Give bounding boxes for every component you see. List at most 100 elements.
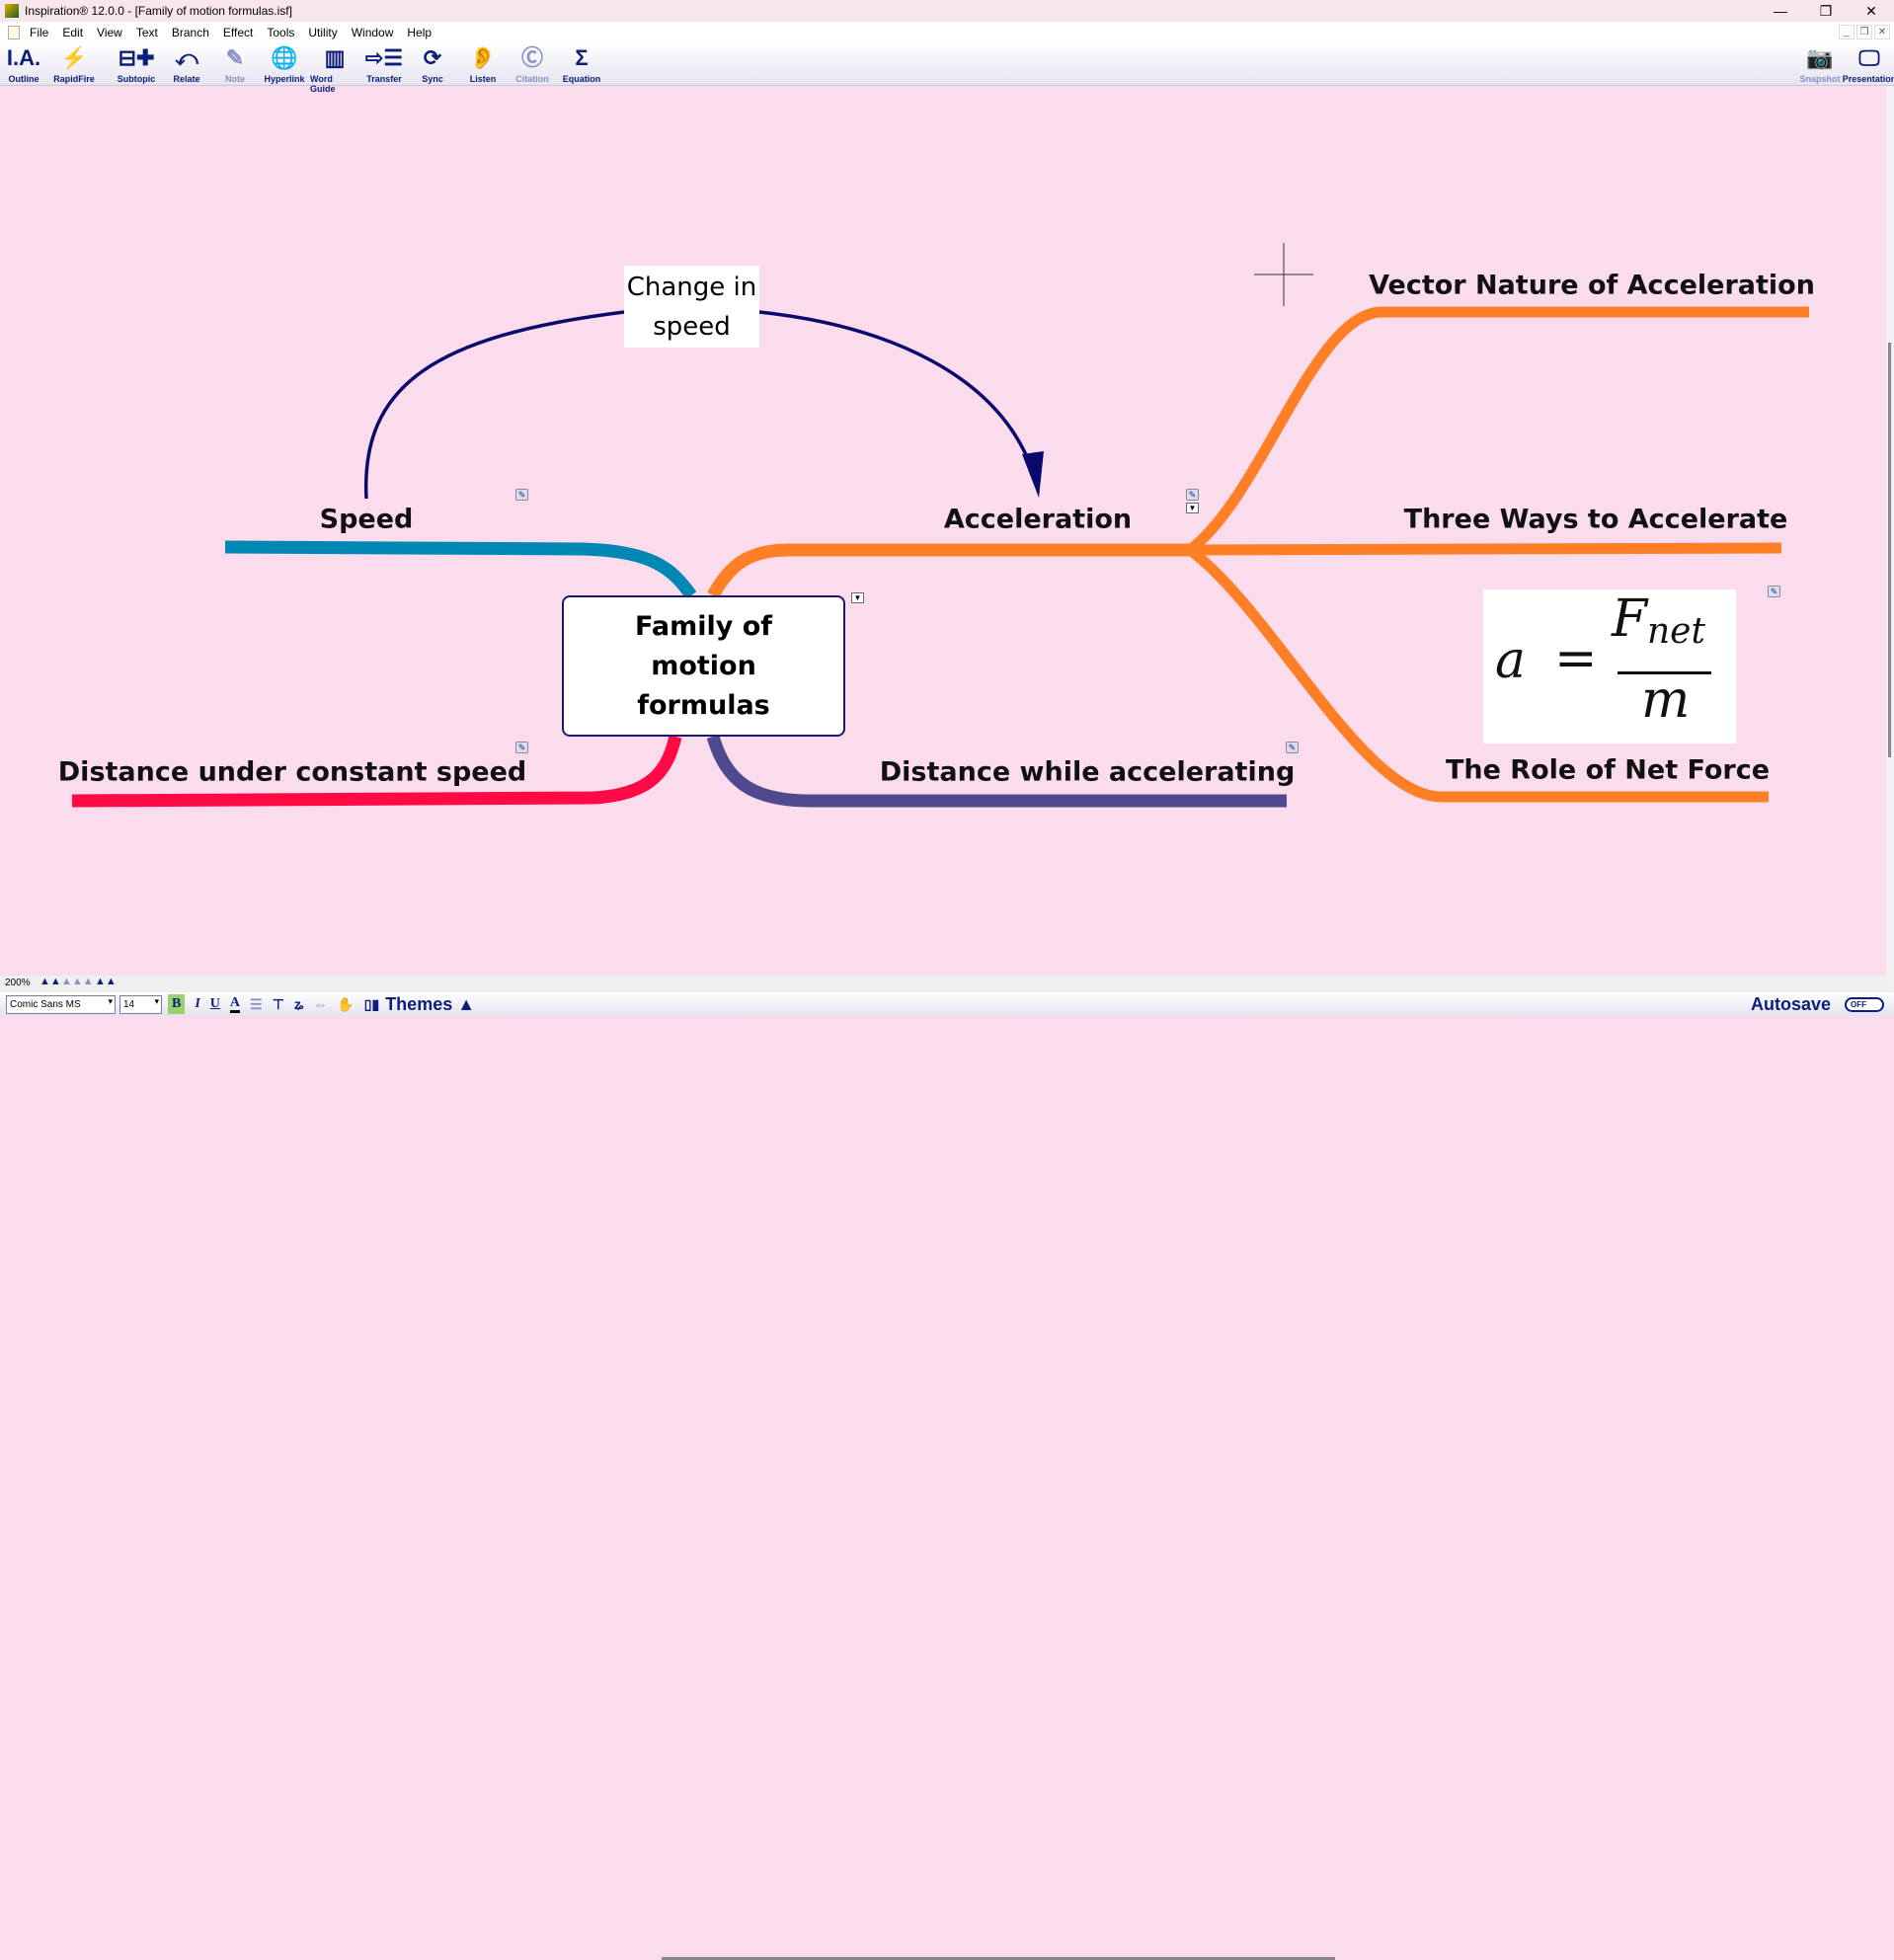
branch-net-force[interactable] (1186, 545, 1769, 803)
eq-fraction-bar (1618, 671, 1711, 674)
zoom-fit-icon[interactable]: ▲▲▲ (61, 976, 94, 987)
toolbar-presentation-button[interactable]: 🖵Presentation (1842, 44, 1894, 84)
hand-icon[interactable]: ✋ (337, 995, 355, 1012)
topic-distance-accelerating[interactable]: Distance while accelerating (879, 756, 1296, 788)
relationship-arrow[interactable] (363, 310, 1034, 500)
text-color-button[interactable]: A (229, 995, 241, 1013)
toolbar-subtopic-button[interactable]: ⊟✚Subtopic (112, 44, 161, 84)
books-icon: ▥ (324, 45, 346, 70)
menu-tools[interactable]: Tools (267, 25, 295, 39)
menu-edit[interactable]: Edit (62, 25, 84, 39)
note-icon[interactable]: ✎ (1186, 489, 1199, 501)
eq-numerator: F (1612, 589, 1648, 649)
menu-window[interactable]: Window (351, 25, 394, 39)
branch-speed[interactable] (224, 540, 697, 599)
arrowhead (1022, 451, 1044, 498)
doc-close-button[interactable]: ✕ (1874, 25, 1890, 39)
menu-bar: File Edit View Text Branch Effect Tools … (0, 22, 1894, 42)
toolbar-relate-button[interactable]: ⤺Relate (162, 44, 211, 84)
toolbar-label: Presentation (1842, 74, 1894, 84)
scroll-thumb[interactable] (1888, 343, 1891, 757)
toolbar-transfer-button[interactable]: ⇨☰Transfer (359, 44, 409, 84)
maximize-button[interactable]: ❐ (1819, 3, 1833, 19)
topic-acceleration[interactable]: Acceleration (943, 504, 1133, 535)
zoom-level[interactable]: 200% (5, 978, 31, 988)
eq-lhs: a (1495, 631, 1527, 690)
citation-icon: Ⓒ (520, 45, 543, 70)
note-icon[interactable]: ✎ (1768, 586, 1780, 597)
globe-icon: 🌐 (271, 45, 298, 70)
note-icon[interactable]: ✎ (515, 489, 528, 501)
topic-distance-constant-speed[interactable]: Distance under constant speed (57, 756, 527, 788)
zoom-in-icon[interactable]: ▲▲ (95, 976, 117, 987)
outline-icon: I.A. (6, 45, 41, 70)
mind-map-canvas[interactable] (0, 86, 1886, 981)
zoom-out-icon[interactable]: ▲▲ (39, 976, 61, 987)
menu-branch[interactable]: Branch (171, 25, 209, 39)
branch-vector[interactable] (1186, 306, 1809, 555)
toolbar-hyperlink-button[interactable]: 🌐 Hyperlink (260, 44, 309, 84)
close-button[interactable]: ✕ (1865, 3, 1877, 19)
toolbar-sync-button[interactable]: ⟳Sync (408, 44, 457, 84)
menu-utility[interactable]: Utility (308, 25, 338, 39)
branch-three-ways[interactable] (1189, 542, 1782, 556)
main-idea[interactable]: Family of motion formulas (562, 595, 845, 737)
topic-speed[interactable]: Speed (319, 504, 414, 535)
font-select[interactable]: Comic Sans MS (6, 994, 116, 1014)
topic-net-force[interactable]: The Role of Net Force (1445, 754, 1771, 786)
toolbar-label: RapidFire (53, 74, 95, 84)
eq-equals: = (1554, 629, 1598, 688)
text-box-icon[interactable]: ⊤ (272, 995, 284, 1012)
note-icon[interactable]: ✎ (515, 742, 528, 753)
minimize-button[interactable]: — (1774, 3, 1787, 19)
menu-file[interactable]: File (30, 25, 49, 39)
branch-distance-constant[interactable] (71, 735, 682, 808)
ear-icon: 👂 (469, 45, 497, 70)
note-icon: ✎ (225, 45, 245, 70)
topic-three-ways[interactable]: Three Ways to Accelerate (1403, 504, 1788, 535)
underline-button[interactable]: U (209, 996, 220, 1011)
toolbar-snapshot-button[interactable]: 📷Snapshot (1795, 44, 1845, 84)
toolbar-label: Hyperlink (264, 74, 305, 84)
toolbar-label: Outline (8, 74, 39, 84)
toolbar-rapidfire-button[interactable]: ⚡ RapidFire (49, 44, 99, 84)
font-size-select[interactable]: 14 (119, 994, 162, 1014)
themes-button[interactable]: Themes ▲ (385, 993, 476, 1014)
pen-icon[interactable]: ʑ (293, 996, 304, 1012)
doc-minimize-button[interactable]: _ (1839, 25, 1855, 39)
toolbar-listen-button[interactable]: 👂Listen (458, 44, 508, 84)
toolbar-outline-button[interactable]: I.A. Outline (0, 44, 48, 84)
branch-acceleration[interactable] (707, 543, 1190, 599)
italic-button[interactable]: I (195, 996, 200, 1011)
menu-effect[interactable]: Effect (222, 25, 254, 39)
vertical-scrollbar[interactable] (1886, 86, 1894, 994)
topic-vector-nature[interactable]: Vector Nature of Acceleration (1369, 270, 1815, 301)
zoom-bar: 200% ▲▲ ▲▲▲ ▲▲ (0, 976, 1886, 1960)
crosshair-cursor (1254, 243, 1313, 306)
relationship-label[interactable]: Change in speed (624, 266, 759, 348)
resize-icon[interactable]: ⇔ (313, 996, 328, 1012)
menu-help[interactable]: Help (407, 25, 433, 39)
toolbar-label: Equation (562, 74, 601, 84)
note-icon[interactable]: ✎ (1286, 742, 1299, 753)
menu-text[interactable]: Text (135, 25, 158, 39)
equation-image[interactable]: a = F net m (1483, 589, 1736, 744)
branch-distance-accel[interactable] (706, 735, 1287, 808)
spacing-icon[interactable]: ☰ (250, 995, 263, 1012)
shape-icon[interactable]: ▯▮ (363, 995, 380, 1012)
menu-view[interactable]: View (97, 25, 122, 39)
doc-restore-button[interactable]: ❐ (1856, 25, 1872, 39)
expand-icon[interactable]: ▼ (851, 592, 864, 603)
autosave-label: Autosave (1750, 994, 1831, 1014)
toolbar-note-button[interactable]: ✎Note (210, 44, 260, 84)
autosave-toggle[interactable]: OFF (1845, 997, 1884, 1012)
rapidfire-icon: ⚡ (60, 45, 88, 70)
bold-button[interactable]: B (168, 994, 186, 1014)
toolbar: I.A. Outline ⚡ RapidFire ⊟✚Subtopic⤺Relate✎N… (0, 42, 1894, 94)
sync-icon: ⟳ (423, 45, 442, 70)
toolbar-word-guide-button[interactable]: ▥Word Guide (310, 44, 359, 94)
expand-icon[interactable]: ▼ (1186, 503, 1199, 513)
toolbar-label: Snapshot (1799, 74, 1841, 84)
